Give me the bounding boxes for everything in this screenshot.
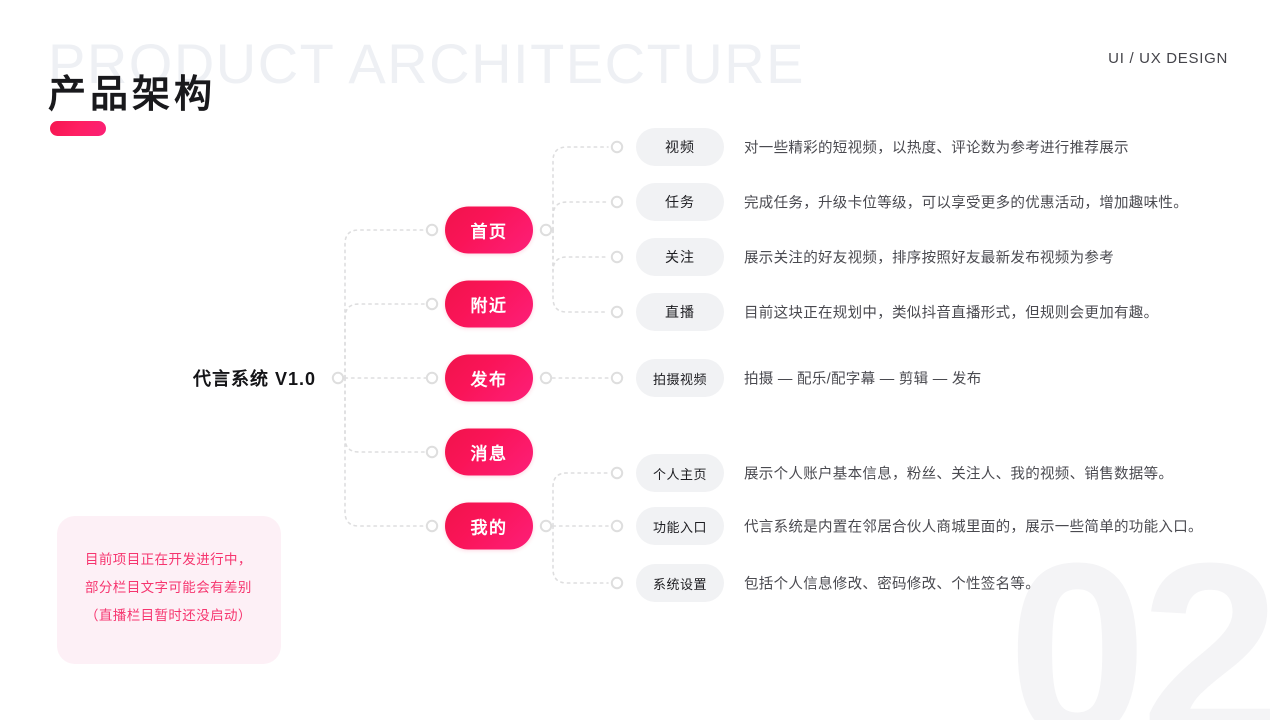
description-follow: 展示关注的好友视频，排序按照好友最新发布视频为参考 (744, 250, 1114, 267)
note-line-3: （直播栏目暂时还没启动） (85, 608, 252, 623)
description-task: 完成任务，升级卡位等级，可以享受更多的优惠活动，增加趣味性。 (744, 195, 1188, 212)
page-header: PRODUCT ARCHITECTURE 产品架构 UI / UX DESIGN (0, 0, 1280, 140)
note-line-1: 目前项目正在开发进行中， (85, 552, 252, 567)
section-number-watermark: 02 (1007, 511, 1280, 720)
description-feature-entry: 代言系统是内置在邻居合伙人商城里面的，展示一些简单的功能入口。 (744, 519, 1203, 536)
secondary-node-shoot-video[interactable]: 拍摄视频 (636, 359, 724, 397)
secondary-node-live[interactable]: 直播 (636, 293, 724, 331)
page-title: 产品架构 (48, 74, 217, 116)
secondary-node-feature-entry[interactable]: 功能入口 (636, 507, 724, 545)
secondary-node-video[interactable]: 视频 (636, 128, 724, 166)
title-underline-bar (50, 121, 106, 136)
description-video: 对一些精彩的短视频，以热度、评论数为参考进行推荐展示 (744, 140, 1129, 157)
primary-node-home[interactable]: 首页 (445, 206, 533, 254)
description-personal-home: 展示个人账户基本信息，粉丝、关注人、我的视频、销售数据等。 (744, 466, 1174, 483)
root-node-label: 代言系统 V1.0 (193, 369, 317, 389)
primary-node-publish[interactable]: 发布 (445, 354, 533, 402)
header-watermark-title: PRODUCT ARCHITECTURE (48, 32, 806, 95)
primary-node-messages[interactable]: 消息 (445, 428, 533, 476)
secondary-node-system-settings[interactable]: 系统设置 (636, 564, 724, 602)
description-live: 目前这块正在规划中，类似抖音直播形式，但规则会更加有趣。 (744, 305, 1159, 322)
description-shoot-video: 拍摄 — 配乐/配字幕 — 剪辑 — 发布 (744, 371, 982, 388)
secondary-node-follow[interactable]: 关注 (636, 238, 724, 276)
note-card: 目前项目正在开发进行中， 部分栏目文字可能会有差别 （直播栏目暂时还没启动） (57, 516, 281, 664)
secondary-node-personal-home[interactable]: 个人主页 (636, 454, 724, 492)
secondary-node-task[interactable]: 任务 (636, 183, 724, 221)
primary-node-mine[interactable]: 我的 (445, 502, 533, 550)
primary-node-nearby[interactable]: 附近 (445, 280, 533, 328)
note-line-2: 部分栏目文字可能会有差别 (85, 580, 252, 595)
corner-label: UI / UX DESIGN (1108, 50, 1228, 67)
description-system-settings: 包括个人信息修改、密码修改、个性签名等。 (744, 576, 1040, 593)
